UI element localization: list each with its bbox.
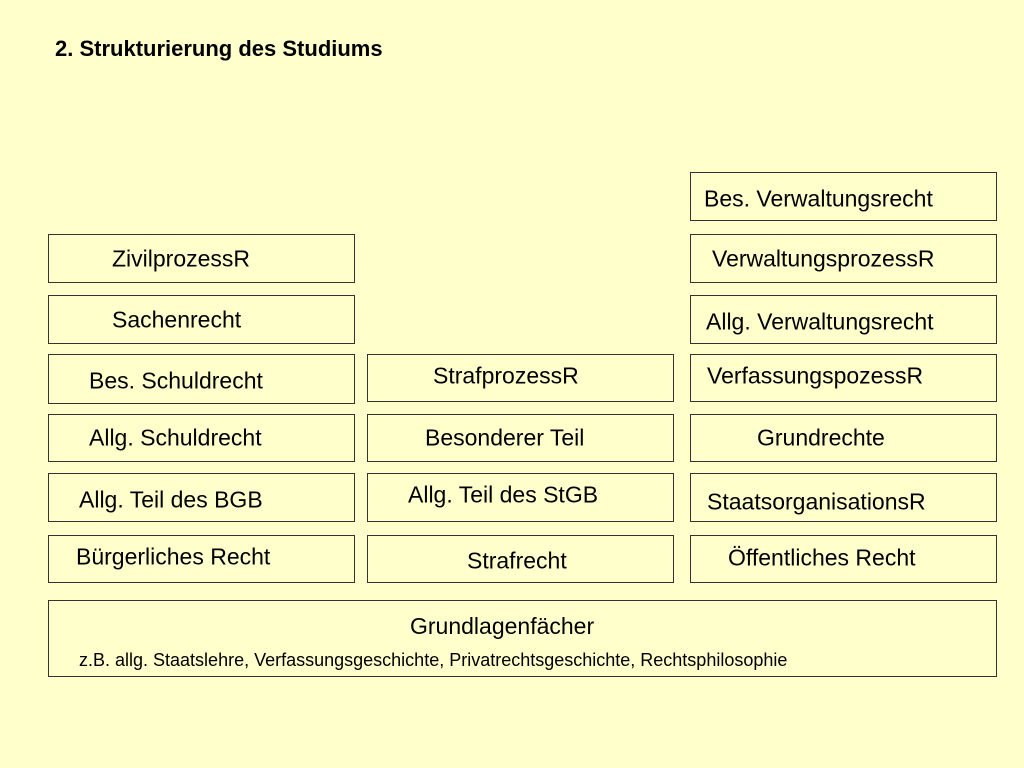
box-label: StrafprozessR (433, 362, 579, 389)
box-label: Strafrecht (467, 547, 567, 574)
box-label: StaatsorganisationsR (707, 488, 926, 515)
box-label: Bes. Verwaltungsrecht (704, 185, 933, 212)
box-label: Bürgerliches Recht (76, 543, 271, 570)
box-label: Allg. Schuldrecht (89, 424, 262, 451)
box-bes-verwaltungsrecht: Bes. Verwaltungsrecht (690, 172, 997, 221)
box-buergerliches-recht: Bürgerliches Recht (48, 535, 355, 583)
box-besonderer-teil: Besonderer Teil (367, 414, 674, 462)
box-grundlagenfaecher: Grundlagenfächer z.B. allg. Staatslehre,… (48, 600, 997, 677)
grundlagen-title: Grundlagenfächer (410, 613, 595, 639)
page-title: 2. Strukturierung des Studiums (55, 36, 383, 61)
box-allg-teil-bgb: Allg. Teil des BGB (48, 473, 355, 522)
box-verwaltungsprozessr: VerwaltungsprozessR (690, 234, 997, 283)
box-strafprozessr: StrafprozessR (367, 354, 674, 402)
box-staatsorganisationsr: StaatsorganisationsR (690, 473, 997, 522)
box-allg-schuldrecht: Allg. Schuldrecht (48, 414, 355, 462)
box-sachenrecht: Sachenrecht (48, 295, 355, 344)
box-verfassungsprozessr: VerfassungspozessR (690, 354, 997, 402)
box-label: ZivilprozessR (112, 245, 251, 271)
box-label: Sachenrecht (112, 306, 242, 332)
box-label: VerwaltungsprozessR (712, 245, 935, 271)
box-oeffentliches-recht: Öffentliches Recht (690, 535, 997, 583)
box-bes-schuldrecht: Bes. Schuldrecht (48, 354, 355, 404)
box-label: Allg. Teil des BGB (79, 486, 263, 513)
box-allg-teil-stgb: Allg. Teil des StGB (367, 473, 674, 522)
box-label: Öffentliches Recht (728, 544, 916, 571)
grundlagen-subtitle: z.B. allg. Staatslehre, Verfassungsgesch… (79, 650, 788, 670)
box-strafrecht: Strafrecht (367, 535, 674, 583)
box-label: VerfassungspozessR (707, 362, 924, 389)
box-label: Grundrechte (757, 424, 885, 451)
box-label: Bes. Schuldrecht (89, 367, 263, 394)
box-label: Allg. Teil des StGB (408, 481, 599, 508)
box-label: Allg. Verwaltungsrecht (706, 308, 934, 335)
box-grundrechte: Grundrechte (690, 414, 997, 462)
box-zivilprozessr: ZivilprozessR (48, 234, 355, 283)
box-allg-verwaltungsrecht: Allg. Verwaltungsrecht (690, 295, 997, 344)
box-label: Besonderer Teil (425, 424, 585, 451)
